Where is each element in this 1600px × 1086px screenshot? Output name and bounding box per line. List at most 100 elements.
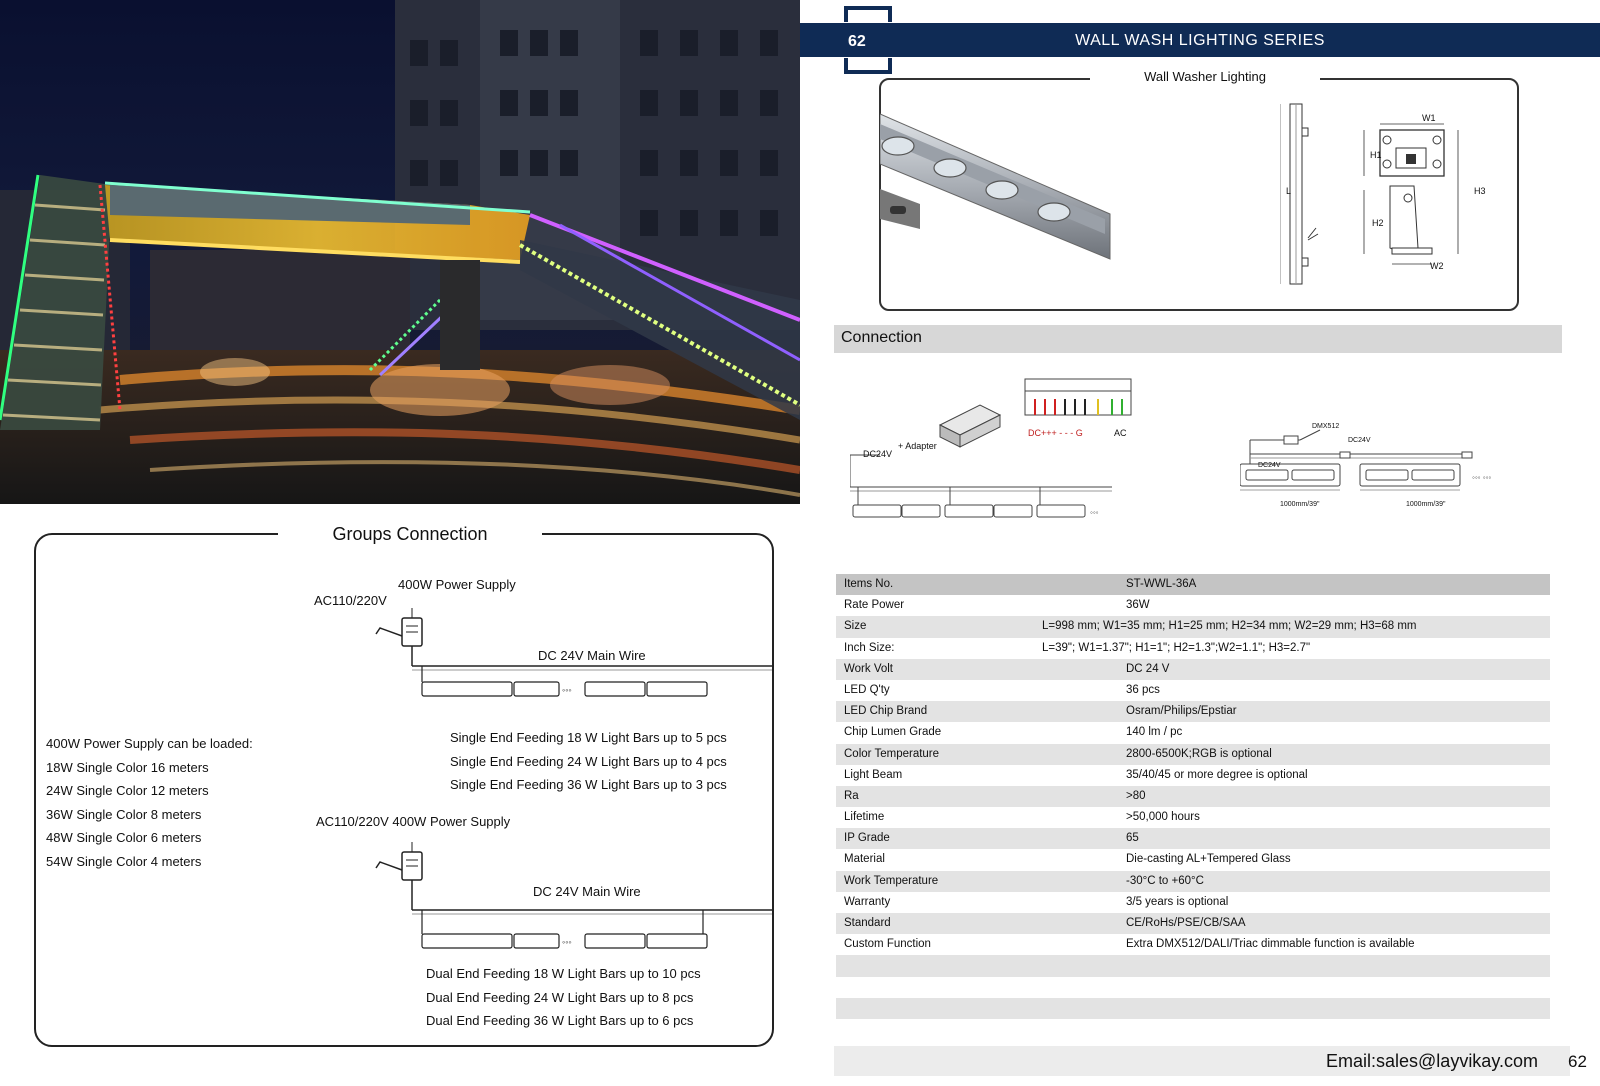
page-number-bottom: 62 <box>1568 1052 1587 1071</box>
spec-value: L=998 mm; W1=35 mm; H1=25 mm; H2=34 mm; … <box>1042 620 1417 633</box>
bridge-night-photo <box>0 0 800 504</box>
dual-feed-line: Dual End Feeding 18 W Light Bars up to 1… <box>426 966 701 981</box>
spec-row: Work Volt DC 24 V <box>836 658 1550 680</box>
page-number-top: 62 <box>848 33 866 50</box>
terminal-block-icon <box>1024 378 1132 416</box>
spec-label: Warranty <box>844 895 891 908</box>
spec-value: Extra DMX512/DALI/Triac dimmable functio… <box>1126 938 1415 951</box>
spec-row: Material Die-casting AL+Tempered Glass <box>836 849 1550 870</box>
product-title-mask <box>1090 66 1320 90</box>
spec-value: >80 <box>1126 789 1146 802</box>
dimension-drawing <box>1280 103 1459 285</box>
light-bar-row: ◦◦◦ <box>852 487 1099 518</box>
single-ps-label: 400W Power Supply <box>398 577 516 592</box>
spec-label: Standard <box>844 917 891 929</box>
connection-diagram-right: ◦◦◦ ◦◦◦ <box>1240 429 1491 491</box>
groups-title-mask <box>278 520 542 550</box>
single-feed-line: Single End Feeding 24 W Light Bars up to… <box>450 753 727 769</box>
spec-row-empty <box>836 1019 1550 1040</box>
spec-value: 36W <box>1126 599 1150 612</box>
svg-text:◦◦◦ ◦◦◦: ◦◦◦ ◦◦◦ <box>1472 473 1491 482</box>
dim-l: L <box>1286 186 1292 196</box>
spec-label: Items No. <box>844 578 894 590</box>
single-ac-label: AC110/220V <box>314 593 387 608</box>
power-supply-icon-dual <box>401 842 423 881</box>
spec-label: Ra <box>844 789 859 802</box>
series-title: WALL WASH LIGHTING SERIES <box>1075 32 1325 49</box>
spec-value: Die-casting AL+Tempered Glass <box>1126 853 1291 866</box>
load-heading: 400W Power Supply can be loaded: <box>46 736 253 751</box>
header-bar <box>800 23 1600 57</box>
spec-row-empty <box>836 955 1550 977</box>
product-title: Wall Washer Lighting <box>1144 69 1266 84</box>
single-feed-line: Single End Feeding 18 W Light Bars up to… <box>450 730 727 745</box>
dc24v-right-b-label: DC24V <box>1258 462 1281 469</box>
spec-row: LED Q'ty 36 pcs <box>836 680 1550 701</box>
footer-bar <box>834 1046 1570 1076</box>
spec-label: LED Chip Brand <box>844 705 928 718</box>
svg-text:◦◦◦: ◦◦◦ <box>1090 508 1099 517</box>
dc-terminal-label: DC+++ - - - G <box>1028 428 1083 438</box>
spec-label: Work Volt <box>844 662 893 675</box>
spec-row: Custom Function Extra DMX512/DALI/Triac d… <box>836 934 1550 955</box>
spec-row-empty <box>836 977 1550 998</box>
single-wire-label: DC 24V Main Wire <box>538 648 646 663</box>
ac-terminal-label: AC <box>1114 428 1127 438</box>
dc24v-right-a-label: DC24V <box>1348 437 1371 444</box>
wall-washer-product-photo <box>880 113 1111 260</box>
spec-row: Work Temperature-30°C to +60°C <box>836 870 1550 892</box>
spec-label: Inch Size: <box>844 641 895 654</box>
spec-row: Rate Power 36W <box>836 595 1550 616</box>
dual-feed-line: Dual End Feeding 24 W Light Bars up to 8… <box>426 989 694 1005</box>
dual-feed-line: Dual End Feeding 36 W Light Bars up to 6… <box>426 1013 694 1028</box>
load-item: 24W Single Color 12 meters <box>46 783 209 798</box>
spec-label: Rate Power <box>844 599 905 612</box>
spec-label: LED Q'ty <box>844 683 890 696</box>
spec-row: Items No. ST-WWL-36A <box>836 574 1550 596</box>
spec-row: Inch Size: L=39"; W1=1.37"; H1=1"; H2=1.3… <box>836 638 1550 659</box>
spec-value: Osram/Philips/Epstiar <box>1126 705 1237 718</box>
bridge-illustration <box>0 0 800 504</box>
spec-value: 35/40/45 or more degree is optional <box>1126 768 1308 781</box>
spec-value: >50,000 hours <box>1126 811 1200 824</box>
spec-label: Lifetime <box>844 811 885 824</box>
connection-section-bar <box>834 325 1562 353</box>
spec-value: DC 24 V <box>1126 662 1170 675</box>
power-supply-icon <box>401 608 423 647</box>
spec-row: Light Beam 35/40/45 or more degree is opt… <box>836 765 1550 786</box>
light-bar-chain: ◦◦◦ <box>421 666 708 697</box>
dim-w2: W2 <box>1430 261 1444 271</box>
spec-label: Light Beam <box>844 768 903 781</box>
spec-label: Chip Lumen Grade <box>844 726 942 739</box>
light-bar-row-right: ◦◦◦ ◦◦◦ <box>1240 451 1491 487</box>
spec-value: L=39"; W1=1.37"; H1=1"; H2=1.3";W2=1.1";… <box>1042 641 1311 654</box>
groups-wiring-diagram: ◦◦◦ ◦◦◦ <box>375 608 772 949</box>
adapter-icon <box>938 404 1002 448</box>
load-item: 36W Single Color 8 meters <box>46 806 202 822</box>
spec-value: 2800-6500K;RGB is optional <box>1126 747 1272 760</box>
spec-label: Material <box>844 853 885 866</box>
spec-value: ST-WWL-36A <box>1126 578 1197 590</box>
contact-email: Email:sales@layvikay.com <box>1326 1051 1538 1071</box>
length-b-label: 1000mm/39" <box>1406 501 1446 508</box>
spec-value: 3/5 years is optional <box>1126 895 1229 908</box>
svg-text:◦◦◦: ◦◦◦ <box>562 937 572 947</box>
spec-row-empty <box>836 997 1550 1019</box>
spec-row: Warranty 3/5 years is optional <box>836 892 1550 913</box>
dim-h1: H1 <box>1370 150 1382 160</box>
spec-row: Lifetime >50,000 hours <box>836 807 1550 828</box>
dual-wire-label: DC 24V Main Wire <box>533 884 641 899</box>
load-item: 54W Single Color 4 meters <box>46 853 202 869</box>
spec-label: Custom Function <box>844 938 931 951</box>
spec-row: Ra >80 <box>836 785 1550 808</box>
spec-value: 36 pcs <box>1126 683 1160 696</box>
single-feed-list: Single End Feeding 18 W Light Bars up to… <box>450 726 727 797</box>
length-a-label: 1000mm/39" <box>1280 501 1320 508</box>
page-number-bracket-icon <box>844 6 892 74</box>
